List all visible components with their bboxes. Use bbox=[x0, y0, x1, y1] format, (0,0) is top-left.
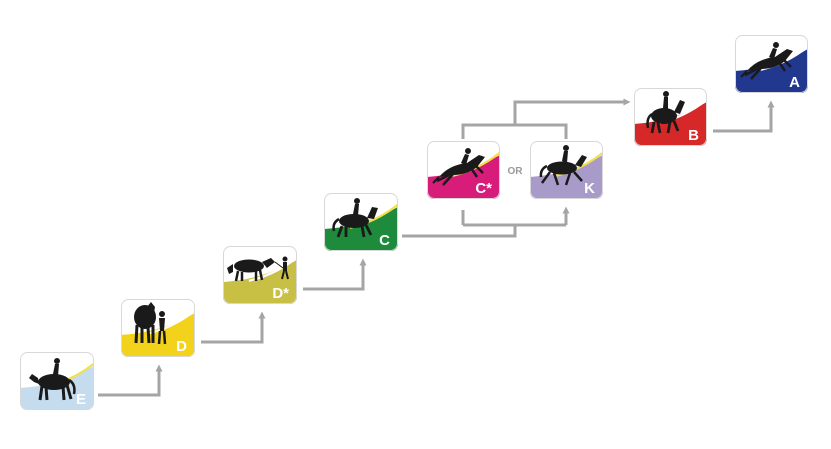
badge-k: K bbox=[530, 141, 603, 199]
badge-cs: C* bbox=[427, 141, 500, 199]
badge-label: K bbox=[584, 180, 595, 197]
badge-label: D* bbox=[272, 285, 289, 302]
connectors bbox=[98, 98, 775, 397]
or-label: OR bbox=[508, 166, 524, 177]
horse-and-handler-icon bbox=[134, 302, 167, 345]
connector-c-to-cstar-and-k bbox=[402, 210, 568, 238]
badge-border bbox=[530, 141, 603, 199]
jumping-rider-icon bbox=[740, 42, 793, 80]
badge-label: D bbox=[176, 338, 187, 355]
badge-b: B bbox=[634, 88, 707, 146]
badge-border bbox=[121, 299, 195, 357]
badge-d: D bbox=[121, 299, 195, 357]
connector-e-to-d bbox=[98, 364, 163, 397]
badge-c: C bbox=[324, 193, 398, 251]
badge-border bbox=[20, 352, 94, 410]
connector-dstar-to-c bbox=[303, 258, 367, 291]
badge-accent-stripe bbox=[146, 309, 195, 335]
badge-border bbox=[427, 141, 500, 199]
pony-rider-icon bbox=[29, 358, 76, 401]
badge-ds: D* bbox=[223, 246, 297, 304]
connector-b-to-a bbox=[713, 100, 775, 133]
dressage-rider-icon bbox=[646, 91, 685, 134]
badge-e: E bbox=[20, 352, 94, 410]
badge-label: E bbox=[76, 391, 86, 408]
badge-accent-stripe bbox=[555, 151, 603, 177]
leading-horse-icon bbox=[227, 256, 289, 282]
jumping-rider-icon bbox=[432, 148, 485, 186]
connector-c-arrowheads bbox=[461, 210, 566, 218]
badge-a: A bbox=[735, 35, 808, 93]
connector-cstar-and-k-to-b bbox=[461, 100, 625, 139]
badge-border bbox=[634, 88, 707, 146]
badge-border bbox=[735, 35, 808, 93]
connector-d-to-dstar bbox=[201, 311, 266, 344]
badge-label: A bbox=[789, 74, 800, 91]
badge-label: C* bbox=[475, 180, 492, 197]
badge-label: C bbox=[379, 232, 390, 249]
badges-layer: E D D* C C* K B A bbox=[20, 35, 808, 410]
badge-accent-stripe bbox=[248, 256, 297, 282]
horse-rider-icon bbox=[332, 198, 378, 238]
badge-border bbox=[223, 246, 297, 304]
trotting-rider-icon bbox=[539, 145, 587, 186]
badge-label: B bbox=[688, 127, 699, 144]
badge-border bbox=[324, 193, 398, 251]
